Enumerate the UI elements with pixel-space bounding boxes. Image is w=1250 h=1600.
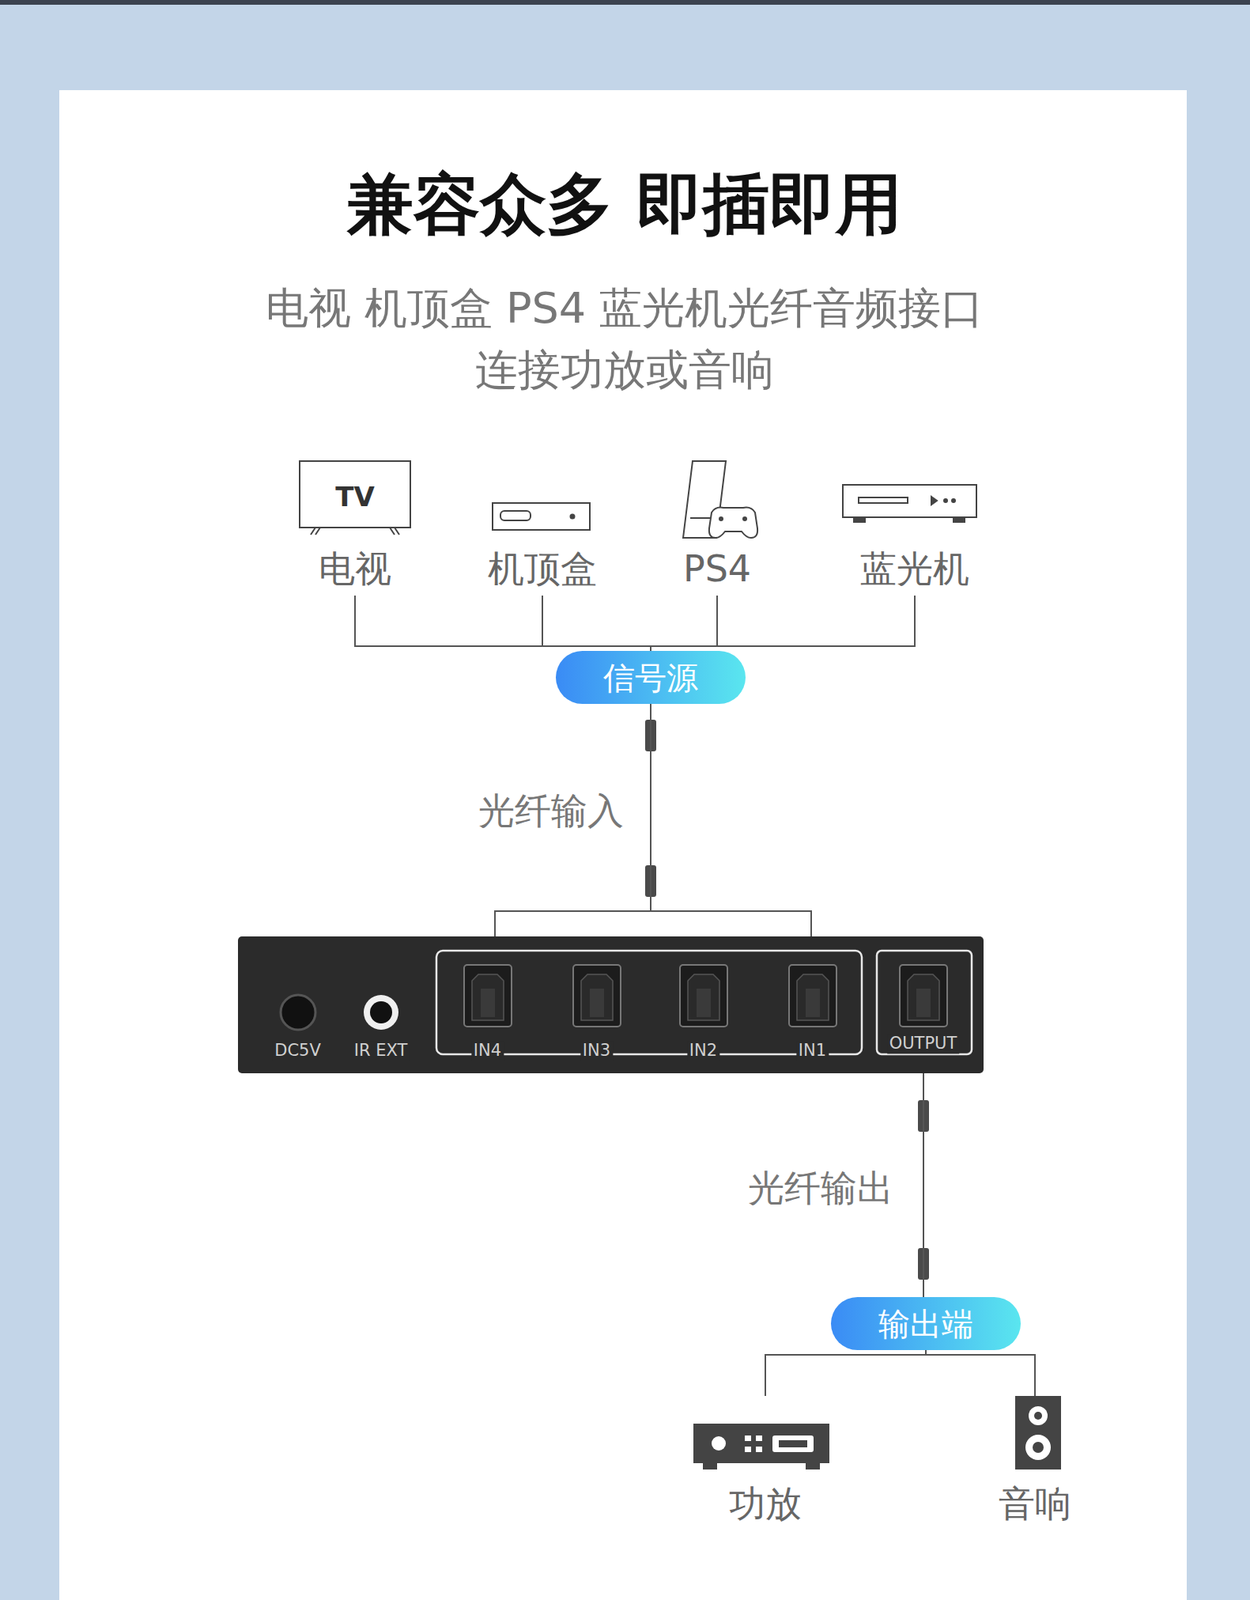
port-core <box>696 988 711 1017</box>
port-bracket <box>650 910 812 937</box>
fiber-connector <box>765 1349 926 1396</box>
optical-port <box>679 964 728 1027</box>
panel <box>59 90 1187 1600</box>
settop-box-icon <box>492 502 590 530</box>
subtitle: 电视 机顶盒 PS4 蓝光机光纤音频接口 <box>265 283 985 335</box>
audio-switch: DC5V IR EXT IN4 IN3 IN2 IN1 OUTPUT <box>237 936 984 1073</box>
source-device: 电视 <box>275 460 435 596</box>
device-label: PS4 <box>683 547 752 591</box>
speaker-icon <box>1015 1395 1062 1470</box>
port-core <box>589 988 605 1017</box>
port-label: IR EXT <box>351 1040 411 1061</box>
port-core <box>805 988 820 1017</box>
output-device: 音响 <box>955 1395 1115 1530</box>
port-label: OUTPUT <box>887 1033 960 1054</box>
switch-body <box>237 936 984 1073</box>
pill-label: 信号源 <box>603 658 699 697</box>
optical-port <box>899 964 948 1027</box>
connector-label: 光纤输入 <box>478 789 624 833</box>
fiber-connector <box>922 1072 925 1297</box>
fiber-connector <box>925 1349 1035 1396</box>
amplifier-icon <box>693 1423 830 1470</box>
device-label: 音响 <box>998 1481 1072 1526</box>
port-label: IN4 <box>471 1040 504 1061</box>
port-label: DC5V <box>271 1040 324 1061</box>
port-shutter <box>472 974 504 1020</box>
group-pill: 输出端 <box>830 1296 1021 1350</box>
port-label: IN2 <box>687 1040 720 1061</box>
port-shutter <box>907 974 940 1020</box>
optical-port <box>464 964 948 1027</box>
top-bar <box>0 0 1250 5</box>
optical-port <box>464 964 512 1027</box>
ps4-icon <box>683 460 758 538</box>
port-label: IN3 <box>580 1040 613 1061</box>
optical-port <box>789 964 837 1027</box>
port-shutter <box>796 974 829 1020</box>
port-core <box>916 988 931 1017</box>
device-label: 蓝光机 <box>860 547 970 591</box>
fiber-connector <box>650 595 718 651</box>
port-shutter <box>687 974 720 1020</box>
connector-label: 光纤输出 <box>747 1166 894 1210</box>
source-device: 机顶盒 <box>463 460 622 596</box>
tv-icon <box>299 460 411 535</box>
source-device: 蓝光机 <box>835 460 994 596</box>
optical-port <box>573 964 621 1027</box>
port-core <box>480 988 495 1017</box>
tv-screen-text: TV <box>335 480 375 514</box>
group-pill: 信号源 <box>555 650 746 704</box>
source-device: PS4 <box>638 460 797 596</box>
port-label: IN1 <box>796 1040 829 1061</box>
device-label: 功放 <box>728 1481 802 1526</box>
device-label: 电视 <box>318 547 392 591</box>
port-shutter <box>581 974 613 1020</box>
title: 兼容众多 即插即用 <box>347 164 902 245</box>
output-device: 功放 <box>686 1395 845 1530</box>
subtitle: 连接功放或音响 <box>475 344 775 397</box>
fiber-connector <box>354 595 651 651</box>
device-label: 机顶盒 <box>487 547 597 591</box>
fiber-connector <box>650 595 915 651</box>
pill-label: 输出端 <box>878 1304 974 1343</box>
bluray-icon <box>842 484 977 522</box>
fiber-connector <box>542 595 651 651</box>
